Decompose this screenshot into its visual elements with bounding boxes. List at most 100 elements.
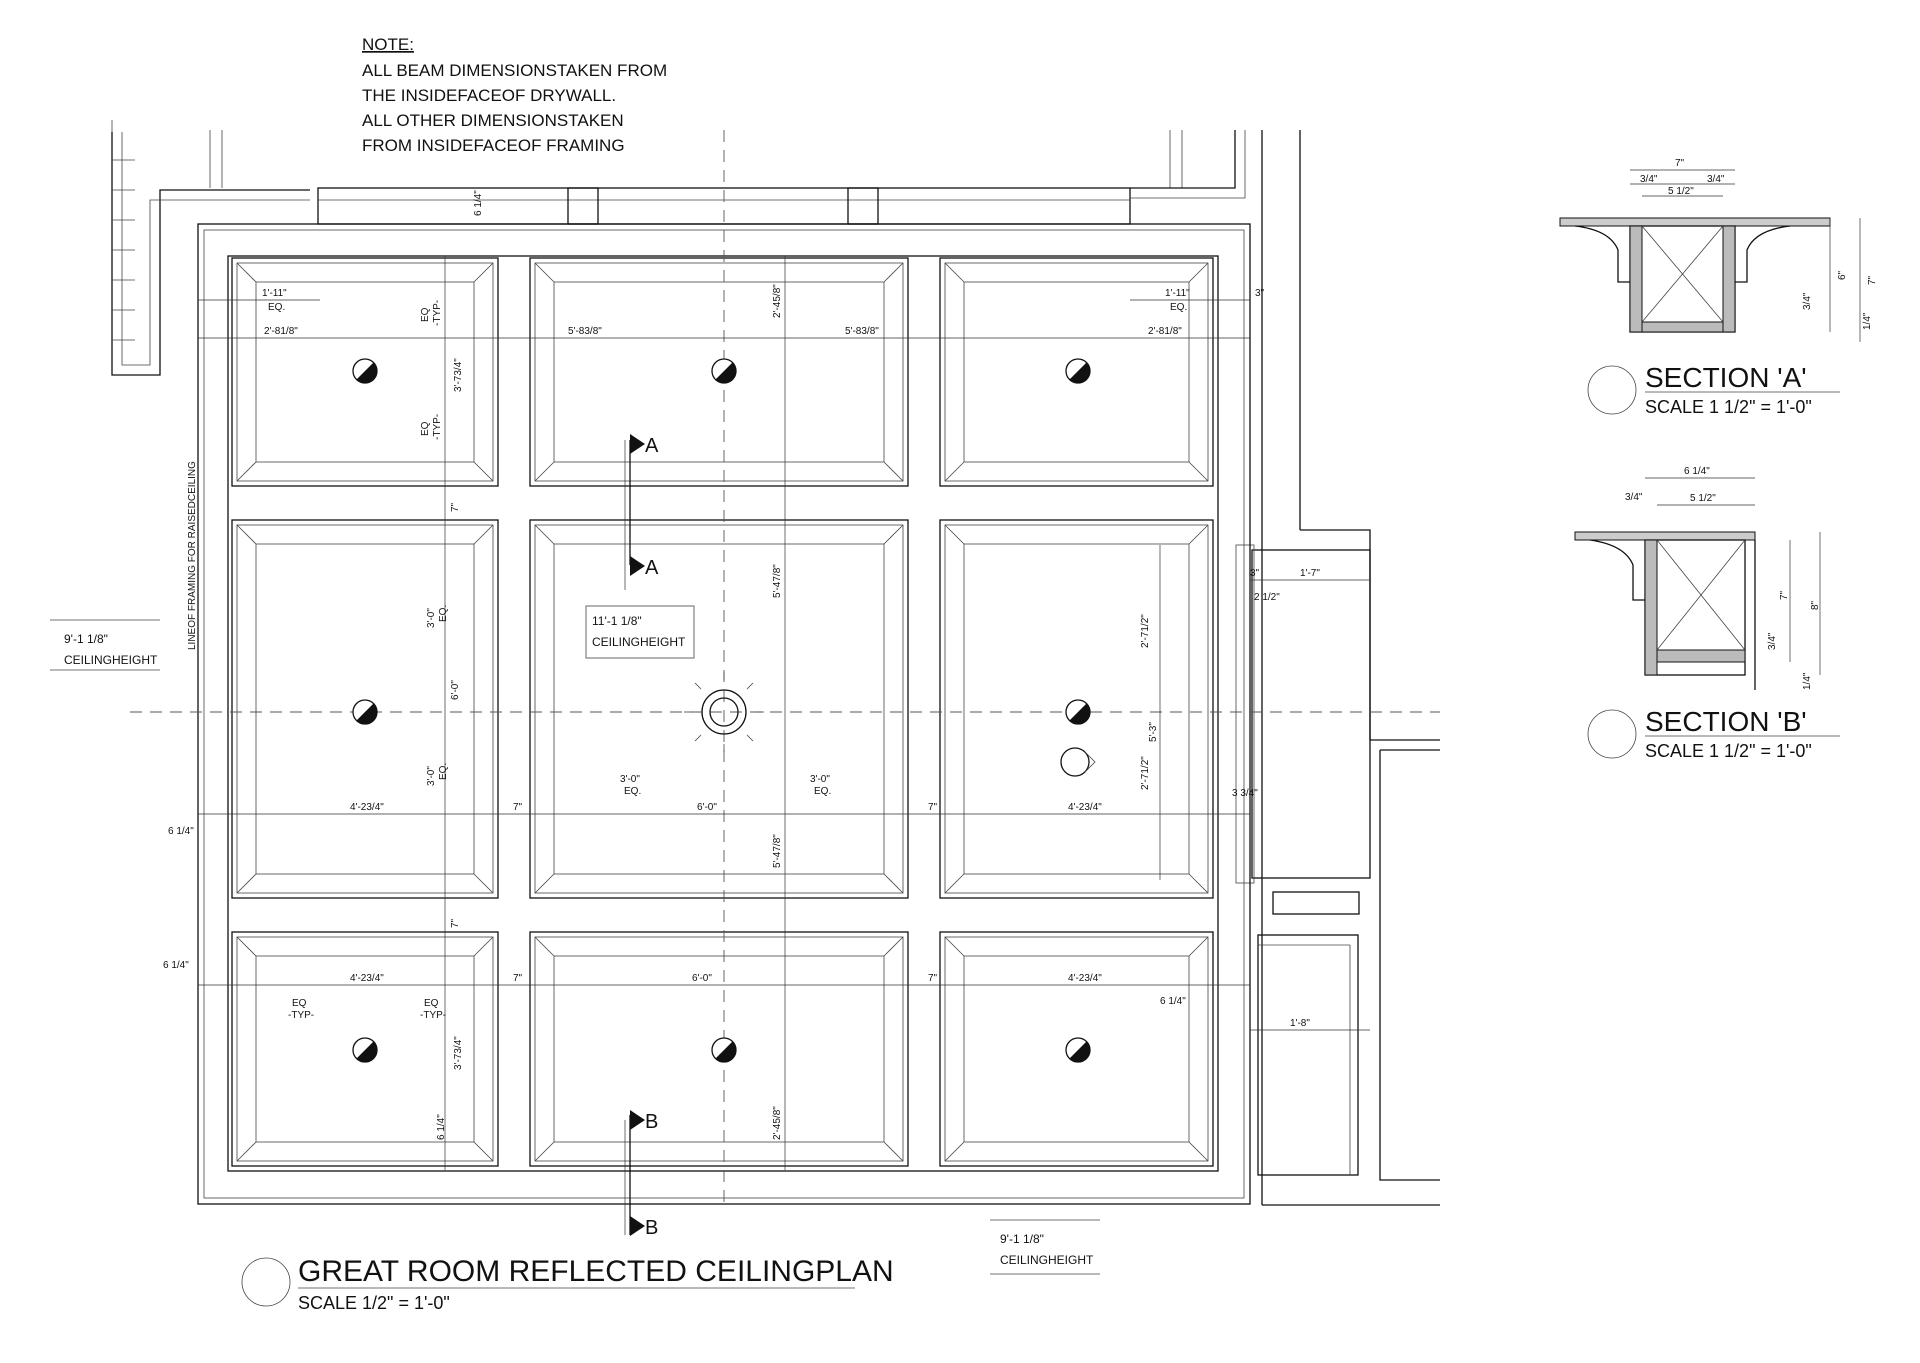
ceiling-height-left: 9'-1 1/8" CEILINGHEIGHT — [50, 619, 160, 671]
section-b-dim: 8" — [1810, 600, 1821, 610]
dim-label: 3" — [1250, 568, 1260, 579]
left-height-value: 9'-1 1/8" — [64, 632, 108, 646]
coffer-panel — [529, 931, 909, 1167]
dim-label: 7" — [513, 973, 523, 984]
dim-label: 7" — [450, 502, 461, 512]
dim-label: 1'-7" — [1300, 568, 1320, 579]
bottom-height-label: CEILINGHEIGHT — [1000, 1253, 1094, 1267]
general-note: NOTE: ALL BEAM DIMENSIONSTAKEN FROM THE … — [362, 35, 667, 155]
section-b-dim: 5 1/2" — [1690, 493, 1716, 504]
dim-label: 6'-0" — [450, 680, 461, 700]
dim-label: 2 1/2" — [1254, 592, 1280, 603]
dim-label: 6'-0" — [692, 973, 712, 984]
center-lines — [130, 130, 1440, 1210]
dim-label: 5'-47/8" — [772, 834, 783, 868]
section-mark-b-top: B — [645, 1111, 658, 1133]
coffer-panel — [939, 931, 1214, 1167]
recessed-light-icon — [711, 358, 737, 384]
coffer-panel — [231, 257, 499, 487]
dim-label: 7" — [450, 918, 461, 928]
center-height-label: CEILINGHEIGHT — [592, 635, 686, 649]
dim-label: 1'-11" — [1165, 288, 1190, 299]
dim-label: EQ. — [624, 786, 641, 797]
coffer-panel — [939, 519, 1214, 899]
dim-label: 4'-23/4" — [1068, 973, 1102, 984]
section-a-dim: 6" — [1837, 270, 1848, 280]
dim-label: 4'-23/4" — [350, 973, 384, 984]
dim-label: 7" — [513, 802, 523, 813]
dim-label: 2'-45/8" — [772, 284, 783, 318]
dim-label: 6'-0" — [697, 802, 717, 813]
dim-label: EQ — [420, 307, 431, 322]
dim-label: 7" — [928, 802, 938, 813]
section-b-title: SECTION 'B' — [1645, 706, 1807, 737]
dim-label: EQ. — [268, 302, 285, 313]
dimension-lines — [198, 256, 1370, 1235]
dim-label: 6 1/4" — [436, 1114, 447, 1140]
section-b-dim: 1/4" — [1802, 672, 1813, 690]
section-a-detail: 7" 3/4" 3/4" 5 1/2" 6" 7" 3/4" 1/4" SECT… — [1559, 158, 1878, 417]
note-line-1: ALL BEAM DIMENSIONSTAKEN FROM — [362, 61, 667, 80]
dim-label: 3" — [1255, 288, 1265, 299]
recessed-light-icon — [352, 1037, 378, 1063]
section-cut-b: B B — [629, 1110, 658, 1239]
dim-label: 5'-83/8" — [845, 326, 879, 337]
dimension-labels: 1'-11" EQ. 1'-11" EQ. 2'-81/8" 2'-81/8" … — [163, 190, 1320, 1140]
recessed-light-icon — [352, 699, 378, 725]
dim-label: 5'-3" — [1148, 722, 1159, 742]
section-b-dim: 6 1/4" — [1684, 466, 1710, 477]
dim-label: 2'-81/8" — [264, 326, 298, 337]
dim-label: 2'-45/8" — [772, 1106, 783, 1140]
section-mark-b-bottom: B — [645, 1217, 658, 1239]
plan-title: GREAT ROOM REFLECTED CEILINGPLAN — [298, 1255, 894, 1288]
raised-ceiling-note: LINEOF FRAMING FOR RAISEDCEILING — [187, 461, 198, 650]
dim-label: 7" — [928, 973, 938, 984]
coffer-grid — [231, 257, 1214, 1167]
plan-scale: SCALE 1/2" = 1'-0" — [298, 1293, 450, 1313]
dim-label: -TYP- — [432, 300, 443, 326]
dim-label: 3'-73/4" — [453, 358, 464, 392]
section-a-title: SECTION 'A' — [1645, 362, 1807, 393]
dim-label: EQ. — [438, 605, 449, 622]
section-b-scale: SCALE 1 1/2" = 1'-0" — [1645, 741, 1812, 761]
section-a-scale: SCALE 1 1/2" = 1'-0" — [1645, 397, 1812, 417]
center-height-value: 11'-1 1/8" — [592, 614, 642, 628]
bottom-height-value: 9'-1 1/8" — [1000, 1232, 1044, 1246]
surrounding-walls — [111, 120, 1440, 1206]
dim-label: 2'-71/2" — [1140, 614, 1151, 648]
dim-label: 6 1/4" — [168, 826, 194, 837]
section-a-dim: 5 1/2" — [1668, 186, 1694, 197]
left-height-label: CEILINGHEIGHT — [64, 653, 158, 667]
section-b-dim: 7" — [1779, 590, 1790, 600]
dim-label: EQ — [292, 998, 307, 1009]
dim-label: -TYP- — [288, 1010, 314, 1021]
recessed-light-icon — [711, 1037, 737, 1063]
coffer-panel — [231, 931, 499, 1167]
note-heading: NOTE: — [362, 35, 414, 54]
coffer-panel — [939, 257, 1214, 487]
chandelier-icon — [684, 672, 764, 752]
section-mark-a-top: A — [645, 435, 659, 457]
section-a-dim: 3/4" — [1707, 174, 1725, 185]
section-b-dim: 3/4" — [1625, 492, 1643, 503]
dim-label: 2'-71/2" — [1140, 756, 1151, 790]
dim-label: 4'-23/4" — [1068, 802, 1102, 813]
ceiling-height-bottom: 9'-1 1/8" CEILINGHEIGHT — [990, 1219, 1100, 1275]
recessed-light-icon — [1065, 1037, 1091, 1063]
smoke-detector-icon — [1060, 747, 1096, 777]
dim-label: 6 1/4" — [163, 960, 189, 971]
recessed-light-icon — [1065, 699, 1091, 725]
dim-label: EQ. — [438, 763, 449, 780]
dim-label: 5'-47/8" — [772, 564, 783, 598]
dim-label: EQ — [424, 998, 439, 1009]
dim-label: 3'-0" — [810, 774, 830, 785]
dim-label: EQ — [420, 421, 431, 436]
dim-label: EQ. — [814, 786, 831, 797]
note-line-2: THE INSIDEFACEOF DRYWALL. — [362, 86, 616, 105]
dim-label: EQ. — [1170, 302, 1187, 313]
section-cut-a: A A — [629, 434, 659, 579]
dim-label: 3 3/4" — [1232, 788, 1258, 799]
section-a-dim: 3/4" — [1640, 174, 1658, 185]
note-line-3: ALL OTHER DIMENSIONSTAKEN — [362, 111, 624, 130]
